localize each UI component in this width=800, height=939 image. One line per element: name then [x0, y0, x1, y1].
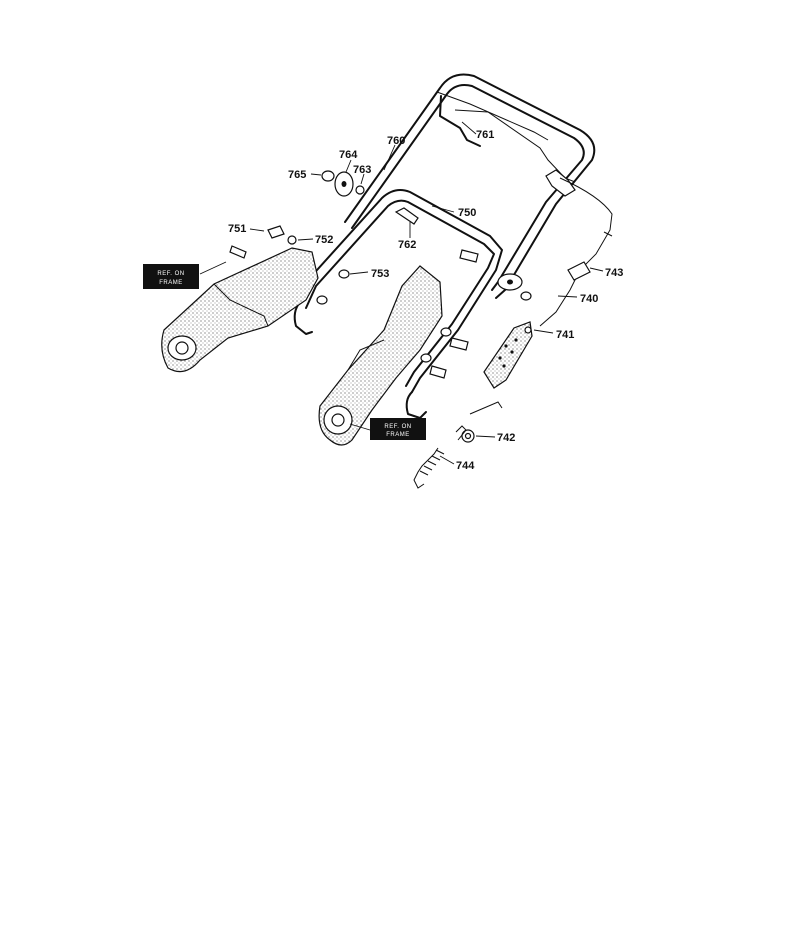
callout-740: 740: [580, 293, 598, 305]
callout-763: 763: [353, 164, 371, 176]
callout-764: 764: [339, 149, 358, 161]
leader-lines: [199, 121, 604, 465]
ref-box-left-line1: REF. ON: [157, 271, 184, 277]
bail-bracket: [483, 321, 533, 389]
ref-box-right-line2: FRAME: [386, 432, 410, 438]
callout-741: 741: [556, 329, 574, 341]
hardware: [229, 170, 532, 379]
callout-744: 744: [456, 460, 475, 472]
control-cable: [539, 177, 613, 327]
callouts: 761 760 764 763 765 750 762 751 752 753 …: [228, 129, 623, 472]
callout-751: 751: [228, 223, 246, 235]
right-frame-bracket: [318, 265, 443, 446]
ref-box-left-line2: FRAME: [159, 280, 183, 286]
cable-eye-and-spring: [413, 401, 503, 489]
callout-752: 752: [315, 234, 333, 246]
callout-753: 753: [371, 268, 389, 280]
callout-765: 765: [288, 169, 306, 181]
ref-box-left: REF. ON FRAME: [143, 264, 199, 289]
callout-750: 750: [458, 207, 476, 219]
callout-760: 760: [387, 135, 405, 147]
callout-762: 762: [398, 239, 416, 251]
left-frame-bracket: [161, 247, 319, 373]
ref-box-right-line1: REF. ON: [384, 424, 411, 430]
callout-743: 743: [605, 267, 623, 279]
callout-761: 761: [476, 129, 494, 141]
upper-handle: [344, 73, 596, 299]
ref-box-right: REF. ON FRAME: [370, 418, 426, 440]
callout-742: 742: [497, 432, 515, 444]
